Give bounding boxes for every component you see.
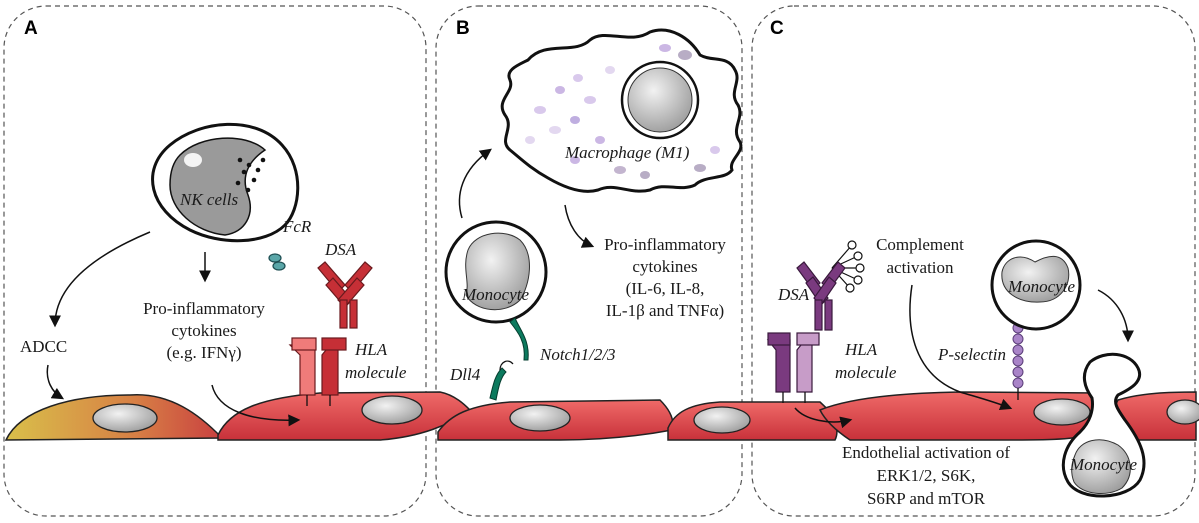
cytokines-a-2: cytokines	[171, 321, 236, 340]
panel-letter-c: C	[770, 18, 784, 39]
notch-label: Notch1/2/3	[539, 345, 616, 364]
endothelial-cell-a	[217, 391, 472, 441]
cytokines-b-4: IL-1β and TNFα)	[606, 301, 724, 320]
endo-activation-3: S6RP and mTOR	[867, 489, 986, 508]
notch-receptor	[509, 317, 529, 361]
nk-cells-label: NK cells	[179, 190, 238, 209]
cytokines-b-2: cytokines	[632, 257, 697, 276]
complement-label-2: activation	[886, 258, 954, 277]
dll4-label: Dll4	[449, 365, 481, 384]
panel-letter-a: A	[24, 18, 38, 39]
macrophage-granules	[525, 44, 720, 179]
fcr-receptor	[268, 253, 286, 271]
dsa-antibody-c	[796, 261, 846, 331]
endothelial-layer	[4, 391, 1199, 441]
endothelial-nucleus-c	[693, 406, 751, 434]
monocyte-c-bottom	[1061, 352, 1146, 498]
panel-b-frame	[435, 5, 743, 517]
arrow-monocyte-to-macrophage	[458, 148, 492, 219]
monocyte-c-top-label: Monocyte	[1007, 277, 1075, 296]
monocyte-b-label: Monocyte	[461, 285, 529, 304]
complement-label-1: Complement	[876, 235, 964, 254]
macrophage	[500, 28, 743, 193]
arrow-complement-to-endothelium	[909, 284, 1013, 411]
endothelial-nucleus-e	[1166, 399, 1199, 425]
arrow-hla-to-endothelium	[794, 407, 853, 429]
endothelial-nucleus-a	[361, 395, 423, 425]
complement-complex	[831, 240, 865, 293]
p-selectin-label: P-selectin	[937, 345, 1006, 364]
monocyte-b	[444, 220, 548, 324]
nk-granules	[235, 157, 266, 193]
adcc-cell-nucleus	[92, 403, 158, 433]
monocyte-c-top	[990, 239, 1082, 331]
panel-letter-b: B	[456, 18, 470, 39]
hla-c-anchors	[782, 392, 806, 403]
endo-activation-2: ERK1/2, S6K,	[877, 466, 976, 485]
cytokines-a-1: Pro-inflammatory	[143, 299, 265, 318]
arrow-macrophage-to-cytokines	[564, 204, 595, 248]
dll4-ligand	[489, 367, 507, 401]
arrow-cytokines-to-endothelium	[211, 384, 301, 427]
dsa-antibody-a	[317, 261, 373, 329]
macrophage-label: Macrophage (M1)	[564, 143, 690, 162]
arrow-adcc-to-cell	[46, 364, 65, 400]
endothelial-cell-c	[667, 401, 838, 441]
hla-label-c-1: HLA	[844, 340, 878, 359]
cytokines-b-1: Pro-inflammatory	[604, 235, 726, 254]
adcc-label: ADCC	[20, 337, 67, 356]
endothelial-nucleus-b	[509, 404, 571, 432]
hla-label-c-2: molecule	[835, 363, 897, 382]
panel-a-frame	[3, 5, 427, 517]
hla-label-a-1: HLA	[354, 340, 388, 359]
monocyte-c-bottom-label: Monocyte	[1069, 455, 1137, 474]
hla-molecule-a	[288, 337, 347, 396]
nk-cell	[151, 122, 300, 243]
p-selectin	[1012, 322, 1024, 389]
dsa-label-c: DSA	[777, 285, 810, 304]
hla-label-a-2: molecule	[345, 363, 407, 382]
hla-molecule-c	[766, 332, 820, 393]
dsa-label-a: DSA	[324, 240, 357, 259]
arrow-nk-to-adcc	[49, 231, 151, 328]
hla-a-anchors	[306, 395, 331, 406]
dll4-curl	[499, 360, 514, 371]
fcr-label: FcR	[282, 217, 312, 236]
cytokines-b-3: (IL-6, IL-8,	[626, 279, 705, 298]
endo-activation-1: Endothelial activation of	[842, 443, 1010, 462]
endothelial-nucleus-d	[1033, 398, 1091, 426]
arrow-monocyte-transmigration	[1097, 289, 1134, 343]
cytokines-a-3: (e.g. IFNγ)	[166, 343, 241, 362]
